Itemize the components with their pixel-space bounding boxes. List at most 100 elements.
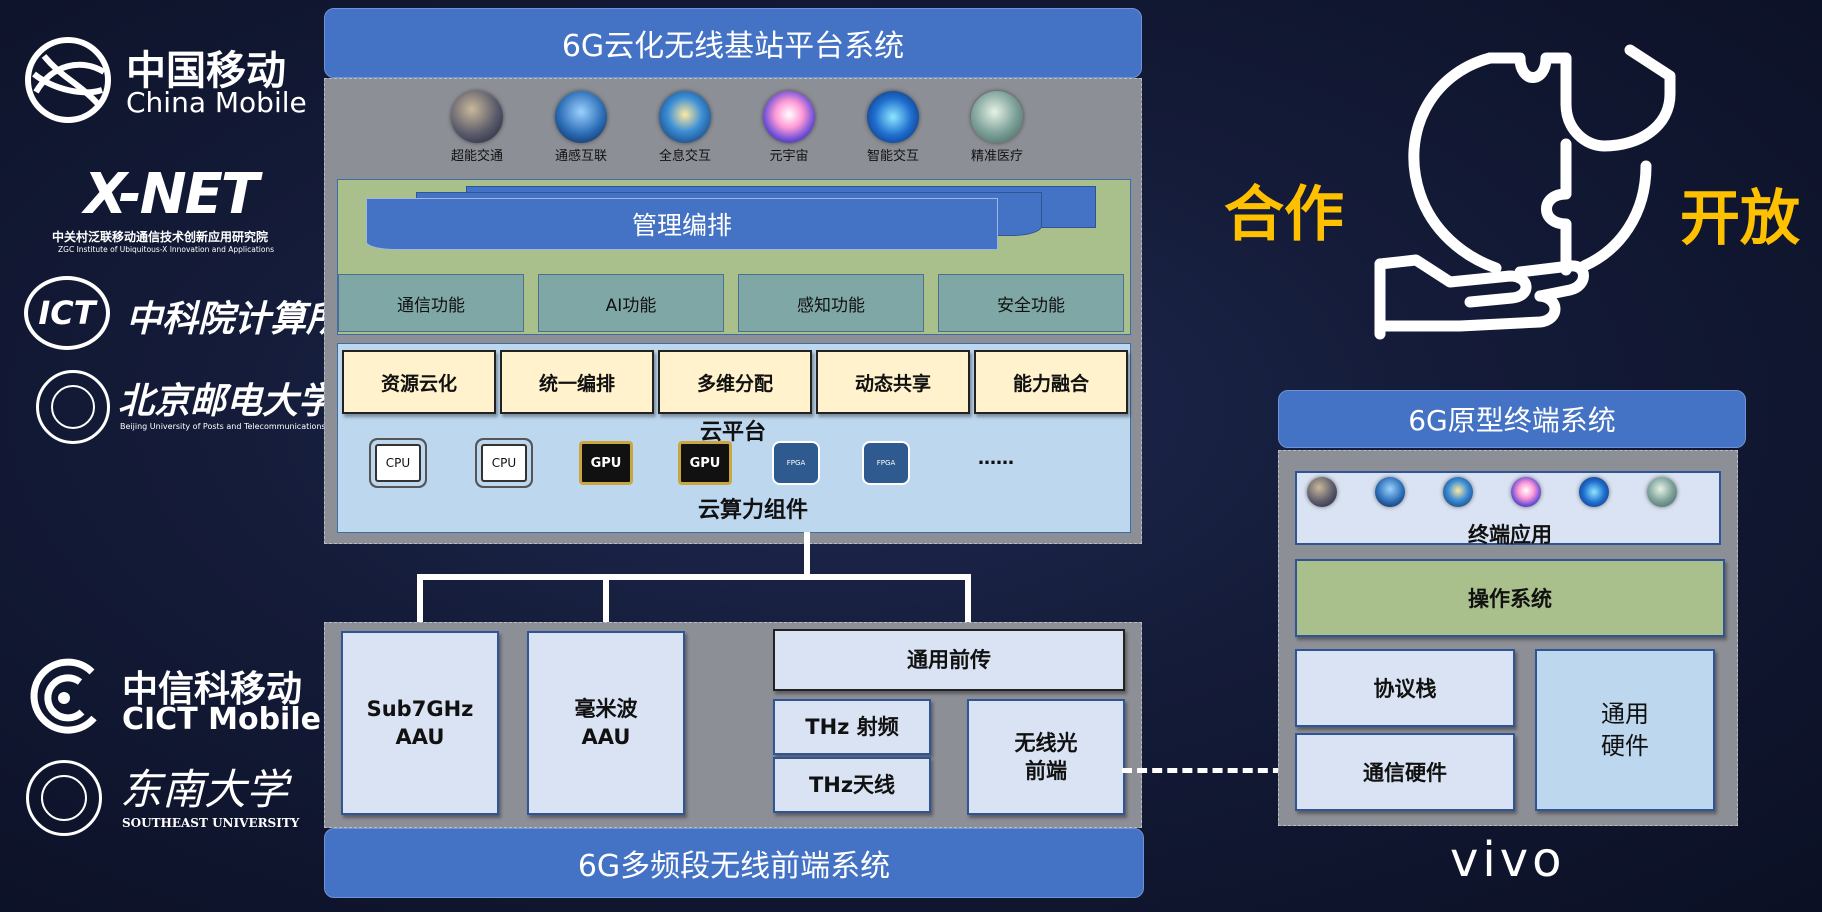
- unified-orchestration-box: 统一编排: [500, 350, 654, 414]
- mmw-aau-box: 毫米波 AAU: [527, 631, 685, 815]
- logo-bupt: 北京邮电大学 Beijing University of Posts and T…: [36, 366, 334, 446]
- capability-fusion-box: 能力融合: [974, 350, 1128, 414]
- dynamic-sharing-box: 动态共享: [816, 350, 970, 414]
- app-label-metaverse: 元宇宙: [769, 149, 809, 164]
- components-ellipsis: ……: [978, 448, 1014, 469]
- cpu-chip-icon: CPU: [476, 440, 532, 486]
- logo-seu: 东南大学 SOUTHEAST UNIVERSITY: [26, 756, 316, 838]
- fpga-chip-icon: FPGA: [858, 440, 914, 486]
- optical-front-box: 无线光 前端: [967, 699, 1125, 815]
- logo-xnet: X-NET 中关村泛联移动通信技术创新应用研究院 ZGC Institute o…: [50, 162, 310, 254]
- app-label-transport: 超能交通: [450, 149, 503, 164]
- term-metaverse-icon: [1511, 477, 1541, 507]
- cpu-chip-label: CPU: [491, 456, 517, 470]
- cloud-platform-label: 云平台: [699, 420, 766, 445]
- ict-badge-text: ICT: [38, 294, 96, 332]
- puzzle-handshake-icon: [1374, 44, 1676, 340]
- resource-cloud-box: 资源云化: [342, 350, 496, 414]
- comm-function-box: 通信功能: [338, 274, 524, 332]
- mmw-line1: 毫米波: [574, 696, 638, 721]
- fpga-chip-icon: FPGA: [768, 440, 824, 486]
- connector-fronthaul: [965, 574, 971, 630]
- bupt-cn: 北京邮电大学: [118, 380, 335, 422]
- front-end-panel: Sub7GHz AAU 毫米波 AAU 通用前传 THz 射频 THz天线 无线…: [324, 622, 1142, 828]
- security-function-box: 安全功能: [938, 274, 1124, 332]
- term-sensing-icon: [1375, 477, 1405, 507]
- holographic-icon: [659, 91, 711, 143]
- connector-sub7: [417, 574, 423, 630]
- term-interaction-icon: [1579, 477, 1609, 507]
- function-area: 管理编排 通信功能 AI功能 感知功能 安全功能: [337, 179, 1131, 335]
- terminal-apps-label: 终端应用: [1468, 523, 1552, 547]
- os-box: 操作系统: [1295, 559, 1725, 637]
- connector-mmw: [603, 574, 609, 630]
- seu-seal-icon: [26, 760, 102, 836]
- seu-cn: 东南大学: [120, 765, 289, 814]
- app-label-holographic: 全息交互: [658, 149, 711, 164]
- precision-medicine-icon: [971, 91, 1023, 143]
- thz-rf-box: THz 射频: [773, 699, 931, 755]
- mmw-line2: AAU: [581, 725, 631, 749]
- bupt-en: Beijing University of Posts and Telecomm…: [120, 422, 326, 431]
- optical-line2: 前端: [1025, 759, 1067, 783]
- fpga-chip-label: FPGA: [786, 459, 806, 467]
- thz-antenna-box: THz天线: [773, 757, 931, 813]
- comm-hardware-box: 通信硬件: [1295, 733, 1515, 811]
- xnet-cn: 中关村泛联移动通信技术创新应用研究院: [52, 230, 269, 244]
- bs-platform-panel: 超能交通 通感互联 全息交互 元宇宙 智能交互 精准医疗 管理编排 通信功能 A…: [324, 78, 1142, 544]
- cict-swirl-icon: [30, 658, 97, 734]
- china-mobile-en: China Mobile: [126, 86, 307, 119]
- fpga-chip-label: FPGA: [876, 459, 896, 467]
- sub7-aau-box: Sub7GHz AAU: [341, 631, 499, 815]
- ict-badge-icon: ICT: [24, 276, 110, 350]
- multi-dim-allocation-box: 多维分配: [658, 350, 812, 414]
- cloud-area: 资源云化 统一编排 多维分配 动态共享 能力融合 云平台 CPU CPU GPU…: [337, 343, 1131, 533]
- sensing-function-box: 感知功能: [738, 274, 924, 332]
- sub7-line1: Sub7GHz: [366, 696, 474, 721]
- optical-link-dashed: [1122, 768, 1298, 773]
- gpu-chip-label: GPU: [590, 455, 622, 471]
- vivo-logo: vivo: [1450, 832, 1566, 888]
- terminal-title: 6G原型终端系统: [1278, 390, 1746, 448]
- smart-transport-icon: [451, 91, 503, 143]
- term-holographic-icon: [1443, 477, 1473, 507]
- cict-cn: 中信科移动: [122, 669, 303, 710]
- cpu-chip-label: CPU: [385, 456, 411, 470]
- term-transport-icon: [1307, 477, 1337, 507]
- smart-interaction-icon: [867, 91, 919, 143]
- front-end-title: 6G多频段无线前端系统: [324, 828, 1144, 898]
- connector-bar: [417, 574, 971, 580]
- bs-platform-title: 6G云化无线基站平台系统: [324, 8, 1142, 78]
- metaverse-icon: [763, 91, 815, 143]
- connector-trunk: [804, 532, 810, 578]
- slogan-openness: 开放: [1680, 184, 1800, 254]
- general-hardware-box: 通用 硬件: [1535, 649, 1715, 811]
- fronthaul-box: 通用前传: [773, 629, 1125, 691]
- management-label: 管理编排: [631, 211, 732, 240]
- china-mobile-cn: 中国移动: [126, 48, 286, 94]
- ict-cn: 中科院计算所: [126, 298, 343, 340]
- term-medicine-icon: [1647, 477, 1677, 507]
- bupt-seal-icon: [36, 370, 110, 444]
- app-label-medicine: 精准医疗: [970, 149, 1023, 164]
- cloud-components-label: 云算力组件: [697, 498, 808, 523]
- logo-cict: 中信科移动 CICT Mobile: [22, 656, 322, 740]
- xnet-en: ZGC Institute of Ubiquitous-X Innovation…: [58, 245, 275, 254]
- optical-line1: 无线光: [1014, 730, 1078, 755]
- xnet-name: X-NET: [84, 162, 259, 227]
- protocol-stack-box: 协议栈: [1295, 649, 1515, 727]
- sub7-line2: AAU: [395, 725, 445, 749]
- general-hw-line2: 硬件: [1601, 732, 1649, 760]
- cpu-chip-icon: CPU: [370, 440, 426, 486]
- gpu-chip-icon: GPU: [578, 440, 634, 486]
- logo-ict: ICT 中科院计算所: [24, 276, 342, 356]
- sensing-interconnect-icon: [555, 91, 607, 143]
- app-label-interaction: 智能交互: [866, 149, 919, 164]
- cict-en: CICT Mobile: [122, 702, 321, 737]
- china-mobile-swirl-icon: [25, 37, 111, 123]
- slogan-cooperation: 合作: [1224, 180, 1344, 250]
- general-hw-line1: 通用: [1601, 699, 1649, 728]
- gpu-chip-label: GPU: [689, 455, 721, 471]
- ai-function-box: AI功能: [538, 274, 724, 332]
- app-label-sensing: 通感互联: [554, 149, 607, 164]
